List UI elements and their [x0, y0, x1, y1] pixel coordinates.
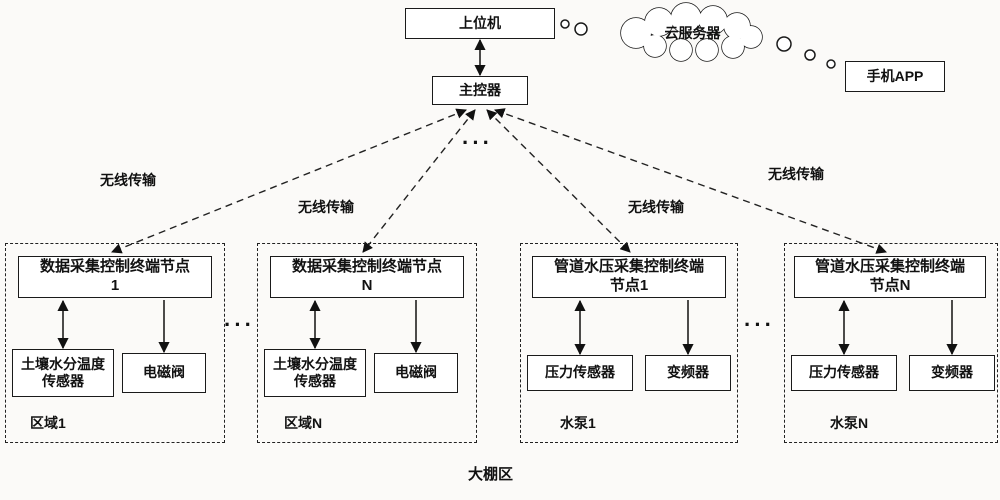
pressure-sensor-label-2: 压力传感器	[809, 364, 879, 381]
host-computer-box: 上位机	[405, 8, 555, 39]
inverter-box-1: 变频器	[645, 355, 731, 391]
cloud-server-label: 云服务器	[664, 25, 721, 41]
pipe-node-label-1: 管道水压采集控制终端节点1	[553, 258, 704, 294]
pipe-node-box-2: 管道水压采集控制终端节点N	[794, 256, 986, 298]
pressure-sensor-box-2: 压力传感器	[791, 355, 897, 391]
ellipsis-right: ···	[744, 312, 775, 337]
main-controller-label: 主控器	[459, 81, 501, 98]
terminal-node-box-2: 数据采集控制终端节点N	[270, 256, 464, 298]
zone-label-1: 区域1	[30, 415, 66, 431]
inverter-label-2: 变频器	[931, 364, 973, 381]
pipe-node-box-1: 管道水压采集控制终端节点1	[532, 256, 726, 298]
soil-sensor-label-2: 土壤水分温度传感器	[273, 355, 357, 390]
inverter-label-1: 变频器	[667, 364, 709, 381]
cloud-bubbles	[776, 36, 836, 69]
greenhouse-area-label: 大棚区	[468, 466, 514, 483]
terminal-node-label-2: 数据采集控制终端节点N	[291, 258, 442, 294]
soil-sensor-box-1: 土壤水分温度传感器	[12, 349, 114, 397]
soil-sensor-box-2: 土壤水分温度传感器	[264, 349, 366, 397]
wireless-label-2: 无线传输	[298, 199, 354, 215]
wireless-label-3: 无线传输	[628, 199, 684, 215]
solenoid-valve-box-1: 电磁阀	[122, 353, 206, 393]
group-zone-n	[257, 243, 477, 443]
pressure-sensor-box-1: 压力传感器	[527, 355, 633, 391]
wireless-label-4: 无线传输	[768, 166, 824, 182]
ellipsis-left: ···	[224, 312, 255, 337]
terminal-node-label-1: 数据采集控制终端节点1	[39, 258, 190, 294]
host-computer-label: 上位机	[459, 14, 501, 31]
pipe-node-label-2: 管道水压采集控制终端节点N	[814, 258, 965, 294]
inverter-box-2: 变频器	[909, 355, 995, 391]
phone-app-box: 手机APP	[845, 61, 945, 92]
solenoid-valve-box-2: 电磁阀	[374, 353, 458, 393]
pressure-sensor-label-1: 压力传感器	[545, 364, 615, 381]
solenoid-valve-label-2: 电磁阀	[395, 364, 437, 381]
terminal-node-box-1: 数据采集控制终端节点1	[18, 256, 212, 298]
group-zone-1	[5, 243, 225, 443]
group-pump-1	[520, 243, 738, 443]
pump-label-1: 水泵1	[560, 415, 596, 431]
wireless-label-1: 无线传输	[100, 172, 156, 188]
zone-label-2: 区域N	[284, 415, 323, 431]
main-controller-box: 主控器	[432, 76, 528, 105]
ellipsis-top: ···	[462, 130, 493, 155]
group-pump-n	[784, 243, 998, 443]
solenoid-valve-label-1: 电磁阀	[143, 364, 185, 381]
pump-label-2: 水泵N	[830, 415, 869, 431]
phone-app-label: 手机APP	[866, 67, 924, 84]
soil-sensor-label-1: 土壤水分温度传感器	[21, 355, 105, 390]
